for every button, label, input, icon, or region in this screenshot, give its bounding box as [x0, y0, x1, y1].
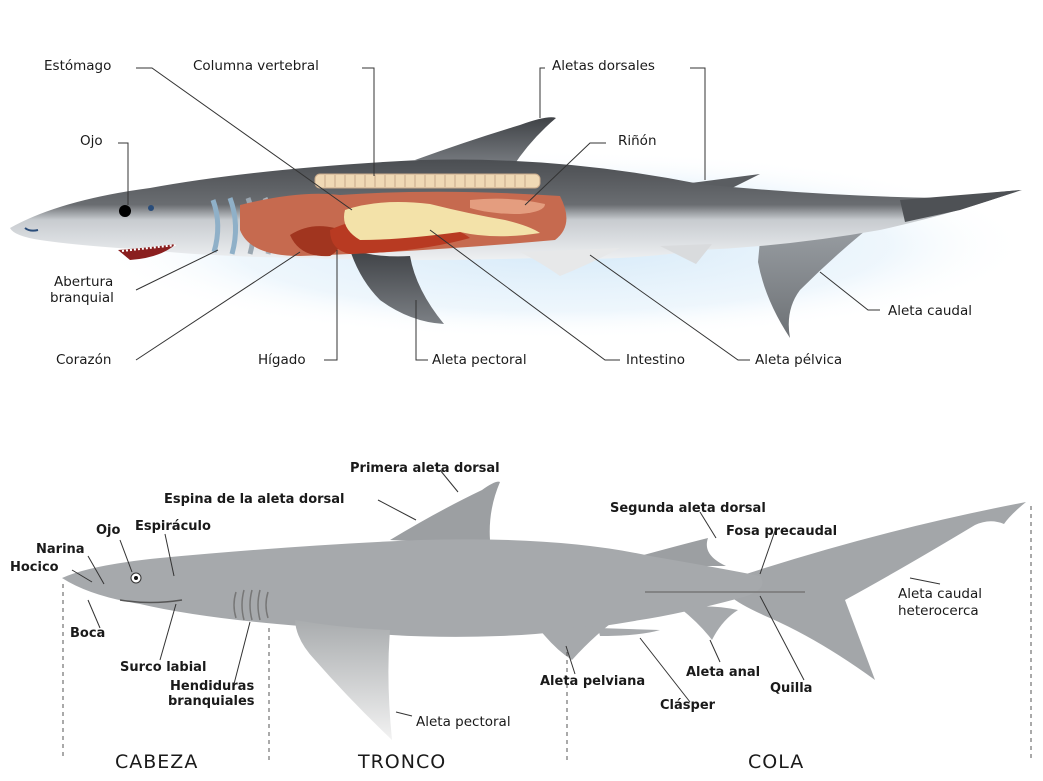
label-columna-vertebral: Columna vertebral: [193, 58, 319, 74]
top-eye: [119, 205, 131, 217]
top-caudal-fin-upper: [900, 190, 1022, 222]
label-aleta-pectoral-bottom: Aleta pectoral: [416, 714, 511, 730]
top-heart: [290, 226, 341, 257]
label-espiraculo: Espiráculo: [135, 519, 211, 534]
label-hendiduras-line2: branquiales: [168, 694, 255, 709]
bottom-pectoral-fin: [295, 620, 392, 740]
label-boca: Boca: [70, 626, 105, 641]
label-clasper: Clásper: [660, 698, 716, 713]
label-abertura-line1: Abertura: [54, 274, 113, 290]
label-surco-labial: Surco labial: [120, 660, 206, 675]
label-estomago: Estómago: [44, 58, 111, 74]
bottom-shark-illustration: [62, 481, 1026, 740]
label-higado: Hígado: [258, 352, 306, 368]
label-primera-aleta-dorsal: Primera aleta dorsal: [350, 461, 500, 476]
label-hendiduras-line1: Hendiduras: [170, 679, 254, 694]
bottom-caudal-fin: [730, 502, 1026, 680]
bottom-labels: Primera aleta dorsal Espina de la aleta …: [10, 461, 982, 730]
label-fosa-precaudal: Fosa precaudal: [726, 524, 837, 539]
label-ojo: Ojo: [80, 133, 103, 149]
label-rinon: Riñón: [618, 133, 657, 149]
label-intestino: Intestino: [626, 352, 685, 368]
label-ojo-bottom: Ojo: [96, 523, 121, 538]
top-kidney: [470, 198, 545, 214]
top-labels: Estómago Columna vertebral Aletas dorsal…: [44, 58, 972, 368]
label-narina: Narina: [36, 542, 85, 557]
top-stomach: [344, 202, 540, 240]
bottom-clasper: [598, 628, 660, 636]
label-aleta-caudal-line1: Aleta caudal: [898, 586, 982, 602]
label-aleta-caudal-top: Aleta caudal: [888, 303, 972, 319]
label-segunda-aleta-dorsal: Segunda aleta dorsal: [610, 501, 766, 516]
top-shark-illustration: [10, 117, 1030, 340]
section-labels: CABEZA TRONCO COLA: [115, 751, 804, 773]
top-leader-lines: [118, 67, 880, 361]
label-aleta-anal: Aleta anal: [686, 665, 760, 680]
label-corazon: Corazón: [56, 352, 111, 368]
top-vertebral-column: [314, 173, 541, 189]
bottom-gill-slits: [233, 589, 269, 621]
label-aleta-pectoral-top: Aleta pectoral: [432, 352, 527, 368]
top-mouth: [118, 244, 176, 260]
label-aleta-pelvica: Aleta pélvica: [755, 352, 842, 368]
label-espina-aleta-dorsal: Espina de la aleta dorsal: [164, 492, 345, 507]
section-tronco: TRONCO: [357, 751, 446, 773]
bottom-mouth: [119, 599, 183, 604]
bottom-leader-lines: [71, 469, 941, 717]
label-aleta-pelviana: Aleta pelviana: [540, 674, 645, 689]
top-first-dorsal-fin: [415, 117, 556, 168]
section-cola: COLA: [748, 751, 804, 773]
bottom-pelvic-fin: [540, 624, 610, 660]
top-pectoral-fin: [350, 250, 444, 324]
top-pelvic-fin: [520, 248, 620, 276]
bottom-first-dorsal-fin: [390, 481, 506, 546]
top-anal-fin: [660, 244, 712, 264]
label-quilla: Quilla: [770, 681, 812, 696]
bottom-shark-body: [62, 539, 763, 637]
section-cabeza: CABEZA: [115, 751, 198, 773]
top-caudal-fin-lower: [758, 215, 885, 338]
label-aletas-dorsales: Aletas dorsales: [552, 58, 655, 74]
section-dividers: [62, 506, 1032, 760]
label-abertura-line2: branquial: [50, 290, 114, 306]
label-aleta-caudal-line2: heterocerca: [898, 603, 979, 619]
bottom-anal-fin: [680, 606, 738, 640]
label-hocico: Hocico: [10, 560, 59, 575]
